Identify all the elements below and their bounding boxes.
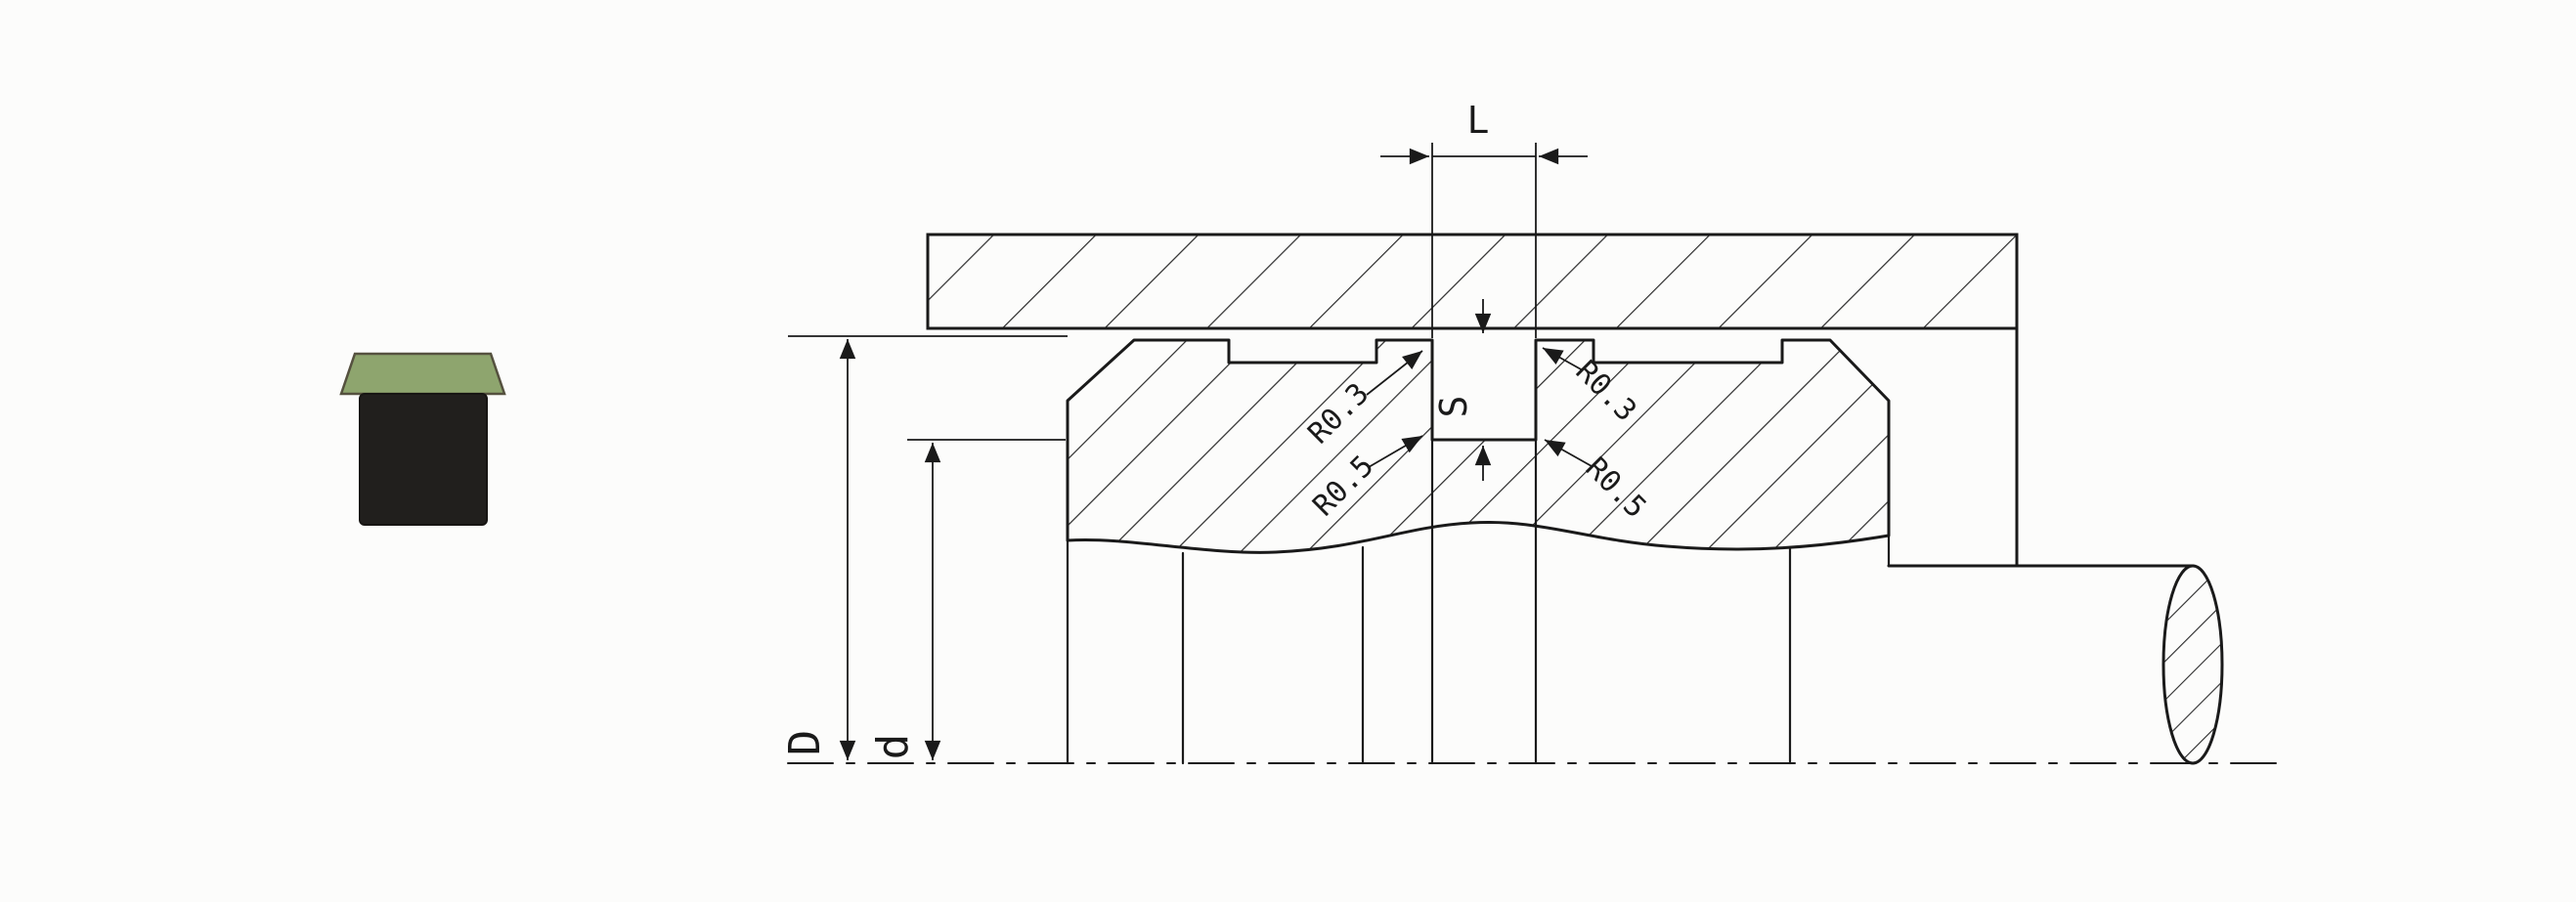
seal-product-thumbnail [339, 352, 506, 526]
dimension-L-label: L [1467, 99, 1490, 142]
dimension-D-label: D [780, 730, 830, 756]
housing-cross-section [926, 233, 2019, 330]
dimensions: L S D d R0.3 R0.5 R0.3 R0.5 [780, 99, 1653, 760]
dimension-S-label: S [1432, 396, 1475, 418]
rod-end-face [2161, 564, 2224, 765]
radius-callout-bottom-left-leader [1368, 435, 1423, 468]
radius-callout-top-left-leader [1366, 350, 1423, 396]
radius-callout-top-right-leader [1542, 347, 1584, 371]
dimension-d-label: d [868, 734, 918, 760]
seal-thumbnail-cap [339, 352, 506, 396]
seal-groove-section [1066, 338, 1891, 554]
seal-thumbnail-body [359, 393, 488, 526]
radius-callout-bottom-right-leader [1544, 439, 1593, 467]
